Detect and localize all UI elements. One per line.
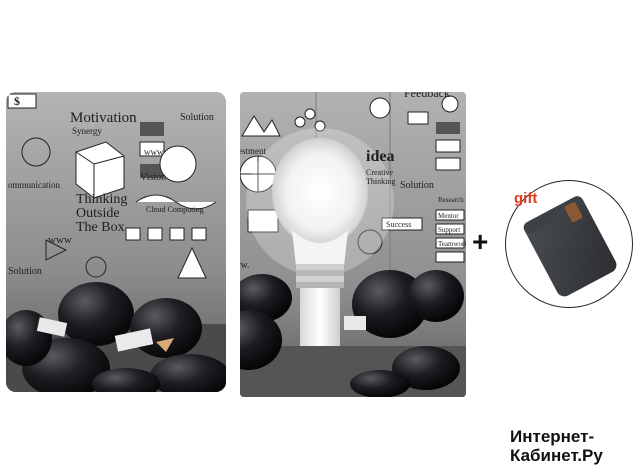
cover-www-label: www. xyxy=(240,260,250,271)
watermark-line-2: Кабинет.Ру xyxy=(510,446,603,465)
idea-label: idea xyxy=(366,148,395,165)
thinking-label: Thinking xyxy=(76,192,128,207)
cover-front-print xyxy=(240,92,466,397)
the-box-label: The Box xyxy=(76,220,125,235)
creative-thinking-label: Thinking xyxy=(366,177,396,186)
gift-label: gift xyxy=(514,190,538,207)
synergy-label: Synergy xyxy=(72,126,102,136)
www-label-1: www xyxy=(144,147,164,157)
creative-label: Creative xyxy=(366,168,394,177)
mentor-label: Mentor xyxy=(438,212,459,220)
teamwork-label: Teamwork xyxy=(438,240,466,248)
solution-top-label: Solution xyxy=(180,112,214,123)
feedback-label: Feedback xyxy=(404,92,450,100)
outside-label: Outside xyxy=(76,206,120,221)
watermark: Интернет- Кабинет.Ру xyxy=(510,427,603,465)
research-label: Research xyxy=(438,196,464,204)
felt-sleeve-image xyxy=(523,196,617,297)
tablet-back-print xyxy=(6,92,226,392)
communication-label: ommunication xyxy=(8,180,60,190)
gift-sleeve-circle xyxy=(505,180,633,308)
cover-solution-label: Solution xyxy=(400,180,434,191)
dollar-sign-label: $ xyxy=(14,94,20,108)
watermark-line-1: Интернет- xyxy=(510,427,595,446)
www-label-2: www xyxy=(48,234,72,246)
tablet-back-panel: $ Motivation Synergy Solution www ommuni… xyxy=(6,92,226,392)
solution-bottom-label: Solution xyxy=(8,266,42,277)
plus-sign: + xyxy=(472,226,489,257)
cover-front-panel: Investment idea Creative Thinking Soluti… xyxy=(240,92,466,397)
investment-label: Investment xyxy=(240,146,266,156)
vision-label: Vision xyxy=(140,172,167,183)
cloud-computing-label: Cloud Computing xyxy=(146,205,204,214)
support-label: Support xyxy=(438,226,461,234)
motivation-label: Motivation xyxy=(70,110,137,126)
success-label: Success xyxy=(386,220,412,229)
